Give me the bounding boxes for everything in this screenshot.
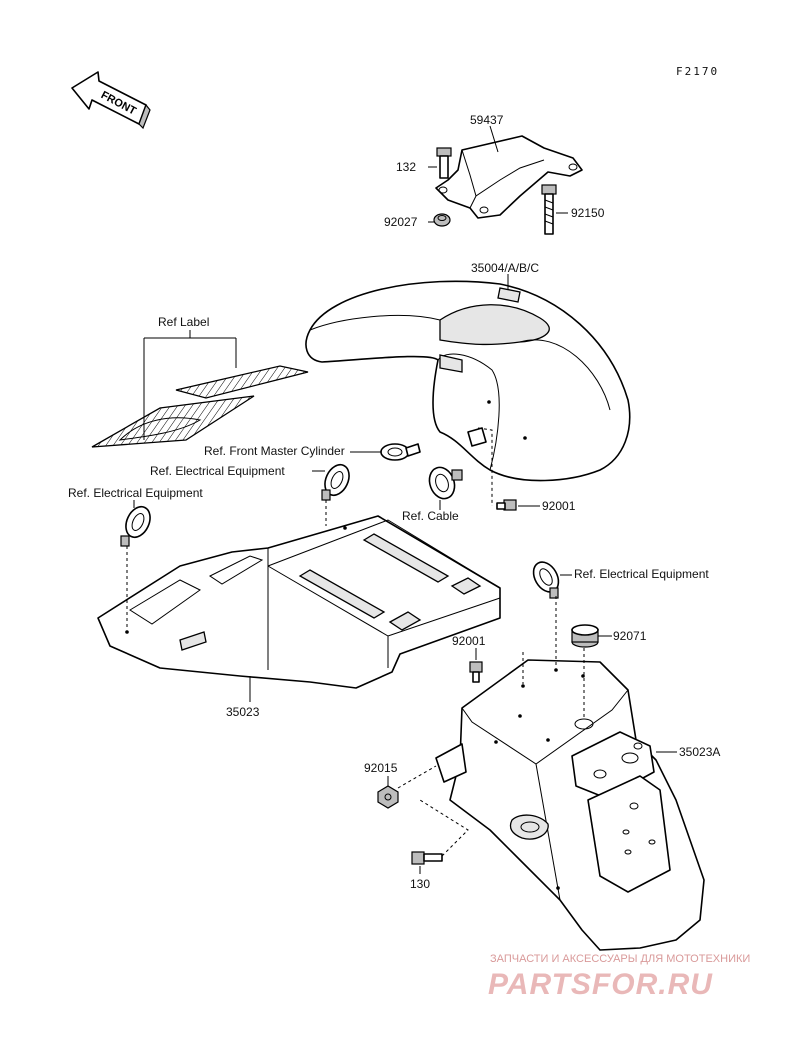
nut-92015 <box>377 785 399 809</box>
label-ref-front-master-cylinder: Ref. Front Master Cylinder <box>204 444 345 458</box>
bracket-clip <box>467 427 487 447</box>
label-92001-rear: 92001 <box>452 634 486 648</box>
bracket-59437 <box>435 135 583 219</box>
inner-fender-35023 <box>97 515 501 689</box>
label-92015: 92015 <box>364 761 398 775</box>
bolt-92001-front <box>496 499 517 511</box>
label-ref-electrical-equipment-1: Ref. Electrical Equipment <box>150 464 285 478</box>
cable-guide <box>428 466 463 500</box>
label-ref-cable: Ref. Cable <box>402 509 459 523</box>
watermark-tagline: ЗАПЧАСТИ И АКСЕССУАРЫ ДЛЯ МОТОТЕХНИКИ <box>490 953 750 965</box>
nut-92027 <box>433 213 451 227</box>
diagram-code: F2170 <box>676 65 719 78</box>
label-35023A: 35023A <box>679 745 720 759</box>
label-35023: 35023 <box>226 705 260 719</box>
grommet-92071 <box>571 624 599 648</box>
bolt-130 <box>411 851 443 865</box>
electrical-clip-3 <box>532 561 560 599</box>
label-35004: 35004/A/B/C <box>471 261 539 275</box>
label-ref-label: Ref Label <box>158 315 209 329</box>
front-arrow-icon: FRONT <box>71 71 151 130</box>
label-132: 132 <box>396 160 416 174</box>
label-ref-electrical-equipment-3: Ref. Electrical Equipment <box>574 567 709 581</box>
front-master-cylinder-clip <box>380 443 421 461</box>
bolt-92001-rear <box>469 661 483 683</box>
label-130: 130 <box>410 877 430 891</box>
ref-label-decals <box>91 365 309 448</box>
label-59437: 59437 <box>470 113 504 127</box>
label-92150: 92150 <box>571 206 605 220</box>
bolt-92150 <box>541 184 557 235</box>
label-ref-electrical-equipment-2: Ref. Electrical Equipment <box>68 486 203 500</box>
label-92071: 92071 <box>613 629 647 643</box>
label-92001-front: 92001 <box>542 499 576 513</box>
electrical-clip-1 <box>321 463 350 501</box>
electrical-clip-2 <box>120 505 151 547</box>
front-fender-35004 <box>305 280 631 482</box>
bolt-132 <box>436 147 452 179</box>
rear-fender-35023A <box>435 659 705 951</box>
watermark-logo: PARTSFOR.RU <box>488 968 713 1001</box>
label-92027: 92027 <box>384 215 418 229</box>
